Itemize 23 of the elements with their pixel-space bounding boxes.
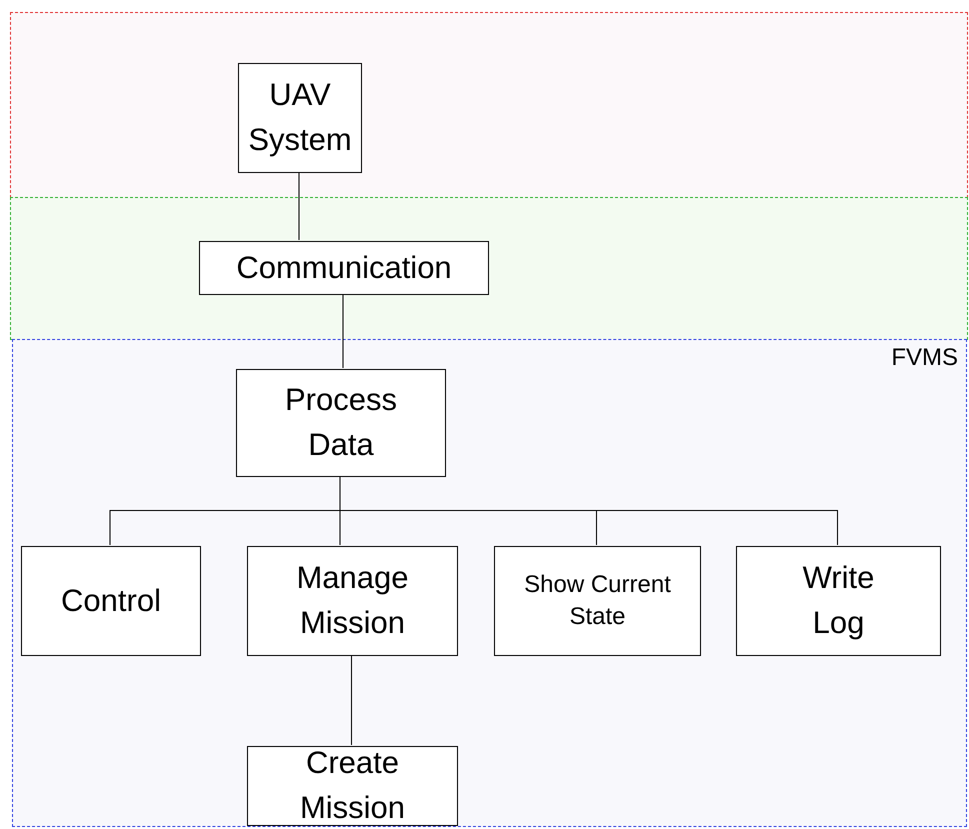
box-label: Communication [236, 248, 452, 287]
process-box [21, 546, 201, 656]
layer-band [10, 12, 968, 198]
box-label: Process Data [284, 381, 398, 464]
box-label: Manage Mission [295, 559, 410, 642]
process-box [247, 746, 458, 826]
process-box [199, 241, 489, 295]
box-label: Write Log [802, 559, 876, 642]
box-label: Create Mission [298, 744, 406, 827]
layer-band [10, 197, 968, 340]
layer-label: FVMS [891, 344, 958, 373]
process-box [494, 546, 701, 656]
process-box [247, 546, 458, 656]
box-label: Show Current State [523, 570, 672, 632]
connector-line [298, 172, 300, 240]
process-box [736, 546, 941, 656]
process-box [238, 63, 362, 173]
connector-line [351, 654, 352, 746]
box-label: Control [61, 582, 161, 620]
box-label: UAV System [247, 76, 353, 159]
process-box [236, 369, 446, 477]
layer-band [12, 339, 967, 827]
connector-line [342, 294, 344, 368]
